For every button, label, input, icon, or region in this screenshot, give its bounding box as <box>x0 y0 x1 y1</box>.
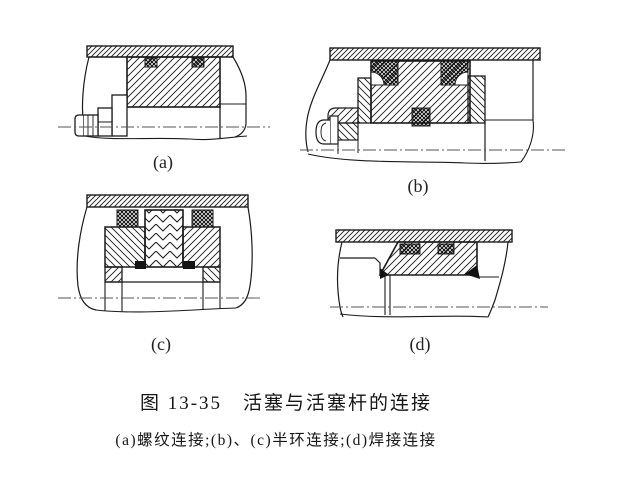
break-line <box>520 119 534 163</box>
rod-end-steps <box>315 107 359 154</box>
half-ring-retainer <box>202 266 221 283</box>
figure-subcaption: (a)螺纹连接;(b)、(c)半环连接;(d)焊接连接 <box>115 432 437 449</box>
panel-b <box>300 42 570 172</box>
seal-ring <box>116 209 139 228</box>
break-line <box>232 56 247 138</box>
panel-c-label: (c) <box>151 334 171 354</box>
break-line <box>84 135 248 141</box>
break-line <box>95 307 237 313</box>
cylinder-wall <box>86 45 234 58</box>
half-ring-retainer <box>104 266 123 283</box>
weld-fillet <box>380 268 389 279</box>
break-line <box>339 313 489 318</box>
half-ring <box>183 261 195 269</box>
rod-head <box>144 209 184 268</box>
panel-a-label: (a) <box>153 152 173 172</box>
cylinder-wall <box>86 194 249 208</box>
figure-caption: 图 13-35 活塞与活塞杆的连接 <box>139 393 433 414</box>
panel-a <box>50 28 280 173</box>
panel-a-drawing <box>58 45 270 141</box>
panel-b-drawing <box>300 47 565 164</box>
seal-ring <box>440 60 469 86</box>
seal-ring <box>399 243 421 255</box>
panel-d-drawing <box>330 229 548 318</box>
piston <box>126 56 221 108</box>
seal-ring <box>437 243 455 255</box>
seal-ring <box>191 209 214 228</box>
break-line <box>76 206 97 311</box>
piston <box>378 241 478 276</box>
half-ring-retainer <box>467 75 486 124</box>
break-line <box>307 153 522 164</box>
cylinder-wall <box>329 47 541 61</box>
seal-ring <box>144 57 158 68</box>
weld-fillet <box>465 265 480 279</box>
panel-d-label: (d) <box>409 334 431 354</box>
break-line <box>336 241 344 318</box>
panel-c <box>58 188 268 323</box>
panel-b-label: (b) <box>407 176 429 196</box>
piston-half <box>182 226 221 268</box>
threaded-rod-end <box>74 94 128 137</box>
half-ring <box>135 261 146 269</box>
panel-d <box>328 222 553 327</box>
cylinder-wall <box>335 229 513 243</box>
half-ring-retainer <box>357 77 372 124</box>
break-line <box>305 59 331 153</box>
panel-c-drawing <box>58 194 263 313</box>
break-line <box>487 241 509 318</box>
seal-ring <box>411 107 431 127</box>
break-line <box>235 206 253 309</box>
seal-ring <box>191 57 205 68</box>
seal-ring <box>370 60 399 86</box>
